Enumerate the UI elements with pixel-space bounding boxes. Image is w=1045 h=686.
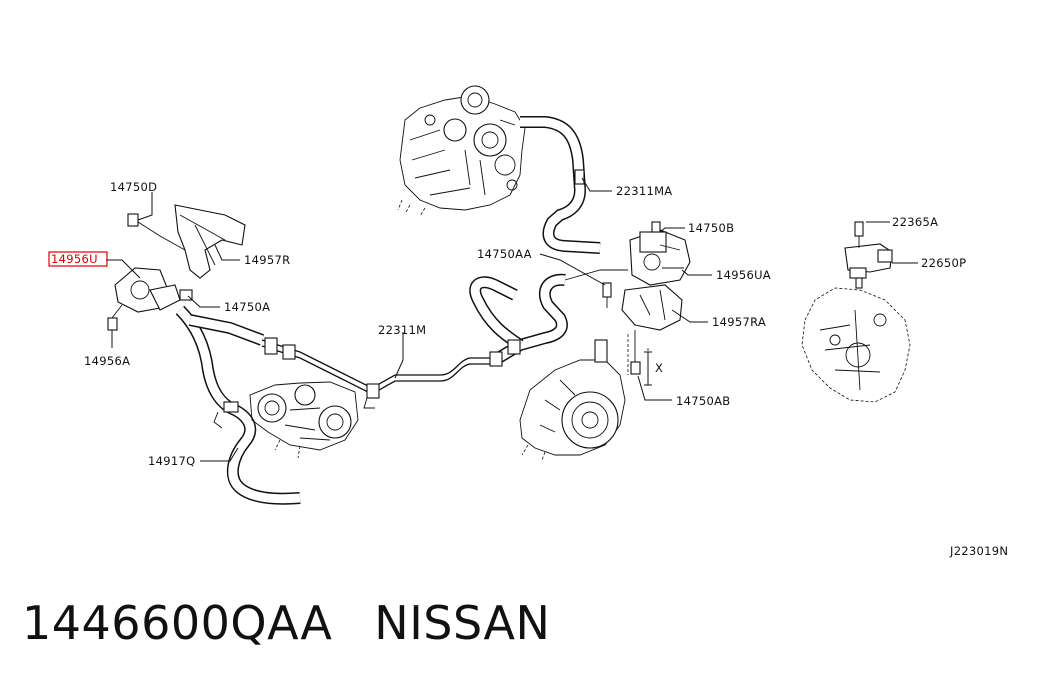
vacuum-hose-22311ma: [520, 116, 601, 254]
label-22365a: 22365A: [892, 215, 938, 229]
label-14956u: 14956U: [51, 252, 98, 266]
transmission-housing: [801, 287, 911, 403]
part-number: 1446600QAA: [22, 596, 333, 650]
label-14957r: 14957R: [244, 253, 290, 267]
brand-name: NISSAN: [374, 596, 551, 650]
label-22311m: 22311M: [378, 323, 426, 337]
engine-intake-assembly: [397, 85, 526, 217]
label-14957ra: 14957RA: [712, 315, 766, 329]
label-14956ua: 14956UA: [716, 268, 771, 282]
label-14750d: 14750D: [110, 180, 157, 194]
pressure-sensor-assembly: [844, 221, 893, 289]
callout-labels: 14750D 14956U 14957R 14750A 14956A 14917…: [48, 180, 1008, 558]
vacuum-tube-22311m: [188, 269, 628, 409]
valve-assembly-left: [107, 204, 246, 331]
dimension-x-label: X: [655, 361, 663, 375]
label-14917q: 14917Q: [148, 454, 195, 468]
label-22311ma: 22311MA: [616, 184, 672, 198]
label-14956a: 14956A: [84, 354, 130, 368]
vacuum-pump-assembly: [519, 339, 626, 461]
label-14750aa: 14750AA: [477, 247, 532, 261]
label-14750b: 14750B: [688, 221, 734, 235]
part-caption: 1446600QAA NISSAN: [22, 596, 550, 650]
leader-lines: [106, 177, 918, 462]
throttle-body-assembly: [249, 381, 359, 459]
label-14750a: 14750A: [224, 300, 270, 314]
highlight-box: [48, 251, 108, 267]
figure-code: J223019N: [949, 544, 1008, 558]
hose-14917q: [175, 305, 301, 505]
label-22650p: 22650P: [921, 256, 966, 270]
label-14750ab: 14750AB: [676, 394, 730, 408]
valve-assembly-right: [602, 221, 691, 375]
